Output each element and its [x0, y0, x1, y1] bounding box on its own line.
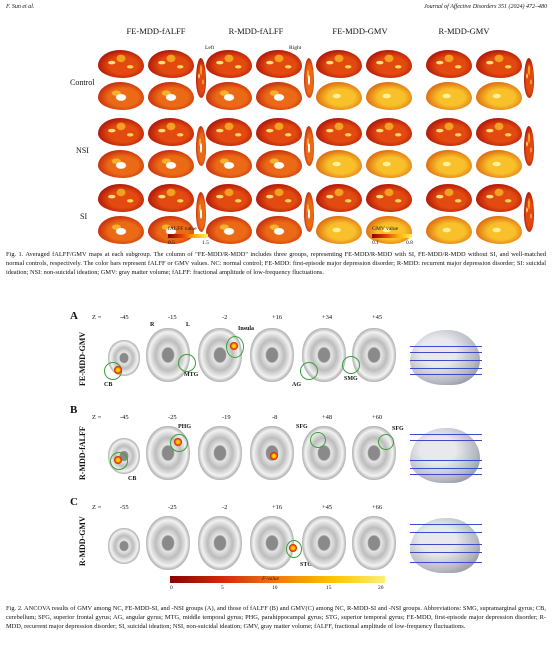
region-ag-a: AG [292, 382, 301, 388]
slice-b-3 [198, 426, 242, 480]
z-b-5: +48 [322, 414, 333, 421]
z-a-3: -2 [222, 314, 228, 321]
panel-b-label: R-MDD-fALFF [78, 426, 87, 480]
glass-brain-a [410, 330, 480, 385]
slice-a-4 [250, 328, 294, 382]
z-c-5: +45 [322, 504, 333, 511]
region-insula-a: Insula [238, 326, 255, 332]
slice-a-6 [352, 328, 396, 382]
z-b-1: -45 [120, 414, 129, 421]
hemisphere-right-label: R [150, 322, 155, 328]
gmv-colorbar [372, 234, 412, 238]
region-cb-b: CB [128, 476, 137, 482]
region-stg-c: STG [300, 562, 313, 568]
f-tick-15: 15 [326, 585, 332, 591]
brain-row-nsi [90, 116, 550, 182]
region-sfg-b-1: SFG [296, 424, 308, 430]
hemisphere-left-label: L [186, 322, 191, 328]
z-a-4: +16 [272, 314, 283, 321]
region-phg-b: PHG [178, 424, 191, 430]
falff-colorbar-min: 0.5 [168, 240, 175, 246]
slice-c-1 [108, 528, 140, 564]
figure-1: FE-MDD-fALFF R-MDD-fALFF FE-MDD-GMV R-MD… [0, 14, 555, 246]
column-header-fe-mdd-falff: FE-MDD-fALFF [126, 26, 186, 36]
f-tick-20: 20 [378, 585, 384, 591]
z-a-5: +34 [322, 314, 333, 321]
z-prefix-c: Z = [92, 504, 102, 511]
column-header-r-mdd-gmv: R-MDD-GMV [438, 26, 490, 36]
slice-c-3 [198, 516, 242, 570]
row-label-nsi: NSI [76, 146, 89, 155]
f-tick-0: 0 [170, 585, 173, 591]
z-c-4: +16 [272, 504, 283, 511]
z-prefix-b: Z = [92, 414, 102, 421]
slice-c-6 [352, 516, 396, 570]
brain-group-fe-falff [96, 48, 206, 114]
z-a-6: +45 [372, 314, 383, 321]
column-header-r-mdd-falff: R-MDD-fALFF [228, 26, 284, 36]
z-a-2: -15 [168, 314, 177, 321]
left-label: Left [205, 45, 215, 51]
right-label: Right [289, 45, 302, 51]
row-label-control: Control [70, 78, 95, 87]
falff-colorbar [168, 234, 208, 238]
gmv-colorbar-max: 0.8 [406, 240, 413, 246]
f-tick-10: 10 [272, 585, 278, 591]
panel-a-letter: A [70, 310, 78, 322]
region-smg-a: SMG [344, 376, 358, 382]
falff-colorbar-max: 1.5 [202, 240, 209, 246]
z-c-2: -25 [168, 504, 177, 511]
slice-b-2 [146, 426, 190, 480]
panel-a-label: FE-MDD-GMV [78, 331, 87, 387]
running-header-journal: Journal of Affective Disorders 351 (2024… [424, 4, 547, 10]
f-value-colorbar [170, 576, 385, 583]
region-sfg-b-2: SFG [392, 426, 404, 432]
z-b-6: +60 [372, 414, 383, 421]
brain-group-fe-gmv [314, 48, 422, 114]
panel-b-letter: B [70, 404, 78, 416]
panel-c-label: R-MDD-GMV [78, 516, 87, 566]
row-label-si: SI [80, 212, 88, 221]
z-b-4: -8 [272, 414, 278, 421]
region-cb-a: CB [104, 382, 113, 388]
slice-c-2 [146, 516, 190, 570]
z-a-1: -45 [120, 314, 129, 321]
gmv-colorbar-min: 0.1 [372, 240, 379, 246]
z-c-1: -55 [120, 504, 129, 511]
glass-brain-b [410, 428, 480, 483]
brain-row-control [90, 48, 550, 114]
brain-group-r-gmv [424, 48, 534, 114]
figure-1-caption: Fig. 1. Averaged fALFF/GMV maps at each … [6, 251, 546, 276]
column-header-fe-mdd-gmv: FE-MDD-GMV [332, 26, 388, 36]
z-b-3: -19 [222, 414, 231, 421]
brain-row-si [90, 182, 550, 248]
running-header-authors: F. Sun et al. [6, 4, 35, 10]
slice-c-5 [302, 516, 346, 570]
brain-group-r-falff [204, 48, 314, 114]
falff-colorbar-label: fALFF value [168, 226, 197, 232]
z-c-6: +66 [372, 504, 383, 511]
gmv-colorbar-label: GMV value [372, 226, 399, 232]
figure-2: A FE-MDD-GMV Z = -45 -15 -2 +16 +34 +45 … [0, 300, 555, 600]
z-b-2: -25 [168, 414, 177, 421]
figure-2-caption: Fig. 2. ANCOVA results of GMV among NC, … [6, 605, 546, 630]
panel-c-letter: C [70, 496, 78, 508]
z-c-3: -2 [222, 504, 228, 511]
f-value-label: F-value [262, 576, 280, 582]
z-prefix-a: Z = [92, 314, 102, 321]
region-mtg-a: MTG [184, 372, 199, 378]
f-tick-5: 5 [221, 585, 224, 591]
glass-brain-c [410, 518, 480, 573]
